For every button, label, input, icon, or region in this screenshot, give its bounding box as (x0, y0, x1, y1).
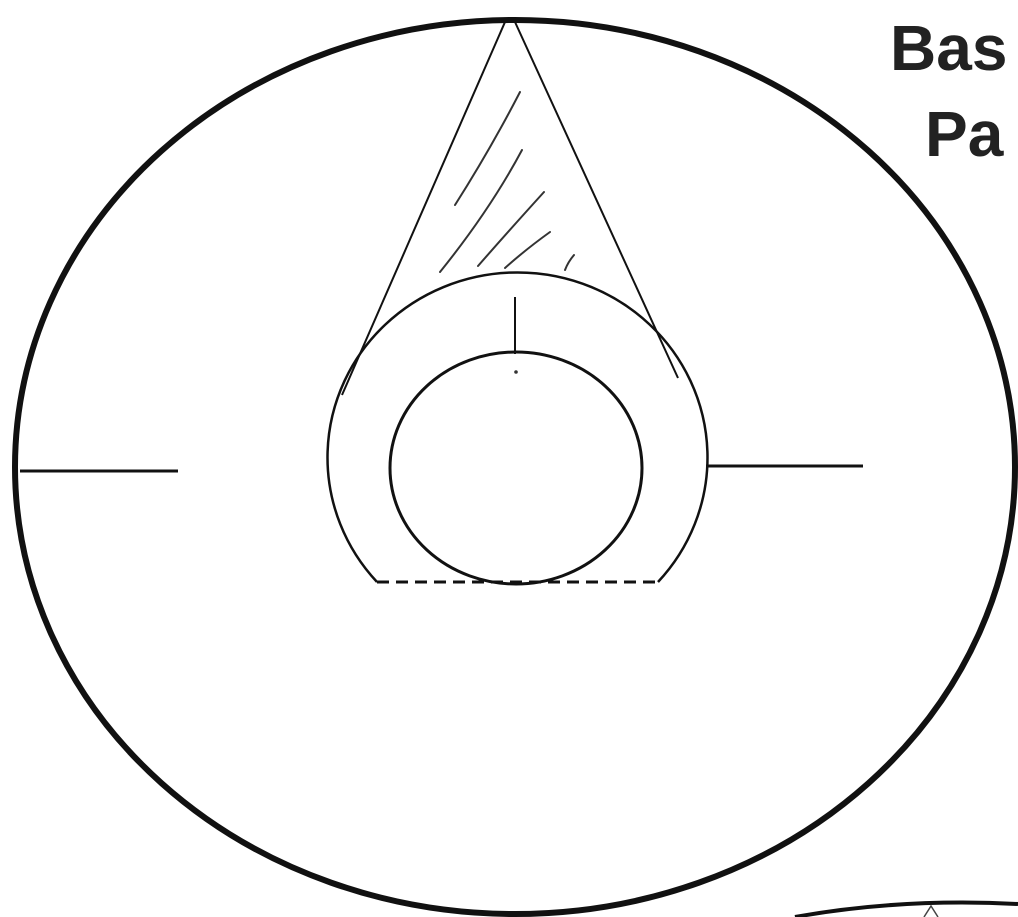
bottom-right-mark (924, 906, 938, 917)
triangle-hatching (440, 92, 574, 272)
caption-line-2: Pa (925, 102, 1003, 166)
center-dot (514, 370, 518, 374)
bottom-right-arc (795, 903, 1018, 917)
inner-circle (390, 352, 642, 584)
triangle-left-edge (342, 22, 505, 395)
caption-line-1: Bas (890, 16, 1007, 80)
outer-ellipse (15, 20, 1015, 914)
triangle-right-edge (515, 22, 678, 378)
